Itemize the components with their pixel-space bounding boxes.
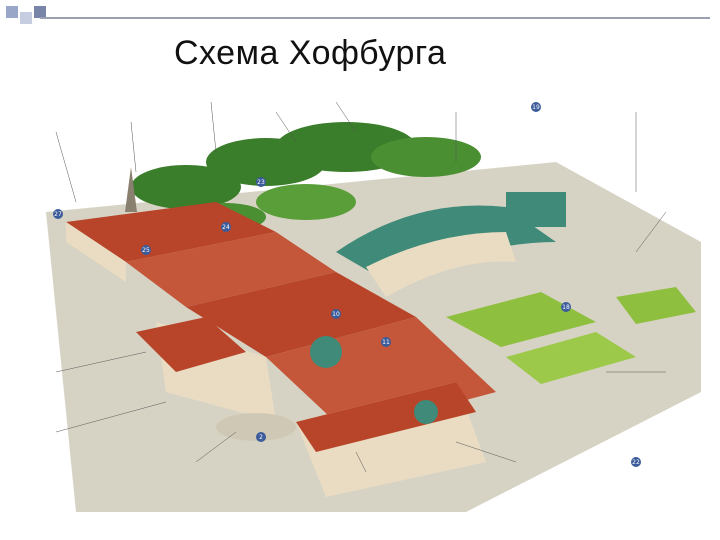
marker-label: 11	[382, 339, 390, 346]
hofburg-illustration: 27 25 24 23 10 11 18 19 2 22	[36, 92, 706, 522]
deco-square	[34, 6, 46, 18]
augustinerkirche-spire	[125, 167, 137, 212]
michaelerplatz	[216, 413, 296, 441]
lawn-south	[506, 332, 636, 384]
marker-label: 23	[257, 179, 265, 186]
michaelertrakt-dome	[310, 336, 342, 368]
palace-complex	[66, 202, 496, 497]
slide-title: Схема Хофбурга	[174, 34, 447, 72]
marker-label: 25	[142, 247, 150, 254]
header-decoration	[0, 0, 720, 60]
marker-label: 24	[222, 224, 230, 231]
deco-square	[20, 12, 32, 24]
marker-label: 10	[332, 311, 340, 318]
volksgarten-lawn	[616, 287, 696, 324]
neue-burg	[336, 192, 566, 297]
burggarten-trees	[131, 122, 481, 231]
heldenplatz-lawn	[446, 292, 596, 347]
deco-square	[6, 6, 18, 18]
library-dome	[414, 400, 438, 424]
location-markers: 27 25 24 23 10 11 18 19 2 22	[53, 102, 641, 467]
marker-label: 19	[532, 104, 540, 111]
deco-rule	[40, 17, 710, 19]
marker-label: 2	[259, 434, 263, 441]
marker-label: 27	[54, 211, 62, 218]
callout-lines	[55, 101, 667, 473]
marker-label: 18	[562, 304, 570, 311]
marker-label: 22	[632, 459, 640, 466]
